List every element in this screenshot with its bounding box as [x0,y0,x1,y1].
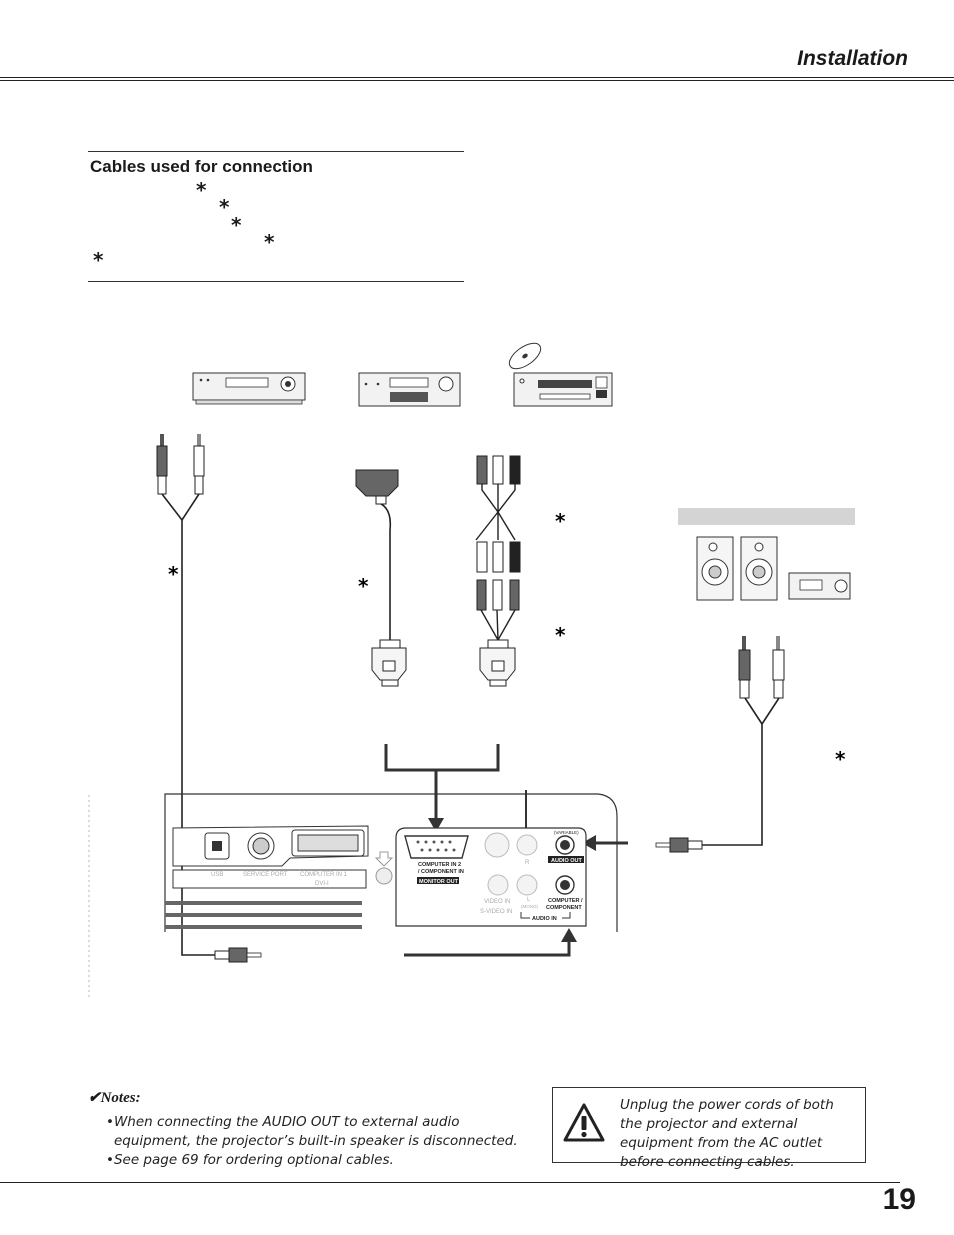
warning-text: Unplug the power cords of both the proje… [620,1097,834,1170]
cables-heading: Cables used for connection [90,157,313,176]
footer-rule [0,1182,900,1183]
asterisk-marker: * [358,574,369,598]
header-rule-bottom [0,80,954,81]
computer-in2-arrow [384,744,500,832]
notes-section: ✔Notes: •When connecting the AUDIO OUT t… [88,1088,538,1170]
dvd-player-device [358,372,461,407]
component-cable [475,455,521,687]
audio-l-label: L [527,897,531,903]
usb-label: USB [211,872,223,878]
audio-l-port [516,874,538,896]
vcr-device [192,372,306,405]
section-title: Installation [797,47,908,70]
audio-out-arrow [582,835,628,851]
computer-component-label: COMPUTER / [548,898,583,904]
notes-heading: ✔Notes: [88,1090,141,1106]
asterisk-marker: * [196,178,207,202]
component-label: COMPONENT [546,905,582,911]
asterisk-marker: * [231,213,242,237]
audio-cable-left [156,434,262,963]
video-in-label: VIDEO IN [484,899,510,905]
warning-box: Unplug the power cords of both the proje… [552,1087,866,1170]
warning-icon [563,1103,605,1142]
page-number: 19 [882,1183,916,1216]
cables-box: Cables used for connection * * * * * [88,151,464,282]
audio-in-label: AUDIO IN [532,916,557,922]
video-in-port [487,874,509,896]
audio-out-label: AUDIO OUT [551,858,583,864]
s-video-in-label: S-VIDEO IN [480,909,512,915]
projector-rear-panel: USB SERVICE PORT COMPUTER IN 1 DVI-I COM… [88,793,618,1000]
asterisk-marker: * [555,509,566,533]
computer-in2-label: COMPUTER IN 2 [418,862,461,868]
note-item: •When connecting the AUDIO OUT to extern… [106,1114,518,1149]
asterisk-marker: * [168,562,179,586]
monitor-out-label: MONITOR OUT [419,879,459,885]
speaker-right [740,536,778,601]
asterisk-marker: * [555,623,566,647]
asterisk-marker: * [264,230,275,254]
header-rule-top [0,77,954,78]
asterisk-marker: * [835,747,846,771]
amplifier-device [788,572,851,600]
asterisk-marker: * [93,248,104,272]
audio-equipment-label-bar [678,508,855,525]
computer-in2-port [404,835,469,859]
audio-r-port [516,834,538,856]
mono-label: (MONO) [521,904,538,909]
speaker-left [696,536,734,601]
computer-in1-label: COMPUTER IN 1 [300,872,348,878]
component-player-device [508,342,613,407]
component-in-label: / COMPONENT IN [418,869,464,875]
audio-r-label: R [525,860,530,866]
service-port-label: SERVICE PORT [243,872,288,878]
audio-in-arrow [404,928,577,957]
asterisk-marker: * [219,195,230,219]
variable-label: (VARIABLE) [554,830,579,835]
scart-cable [355,469,407,687]
note-item: •See page 69 for ordering optional cable… [106,1152,394,1168]
dvi-label: DVI-I [315,881,329,887]
s-video-port [484,832,510,858]
audio-cable-right [655,636,785,853]
